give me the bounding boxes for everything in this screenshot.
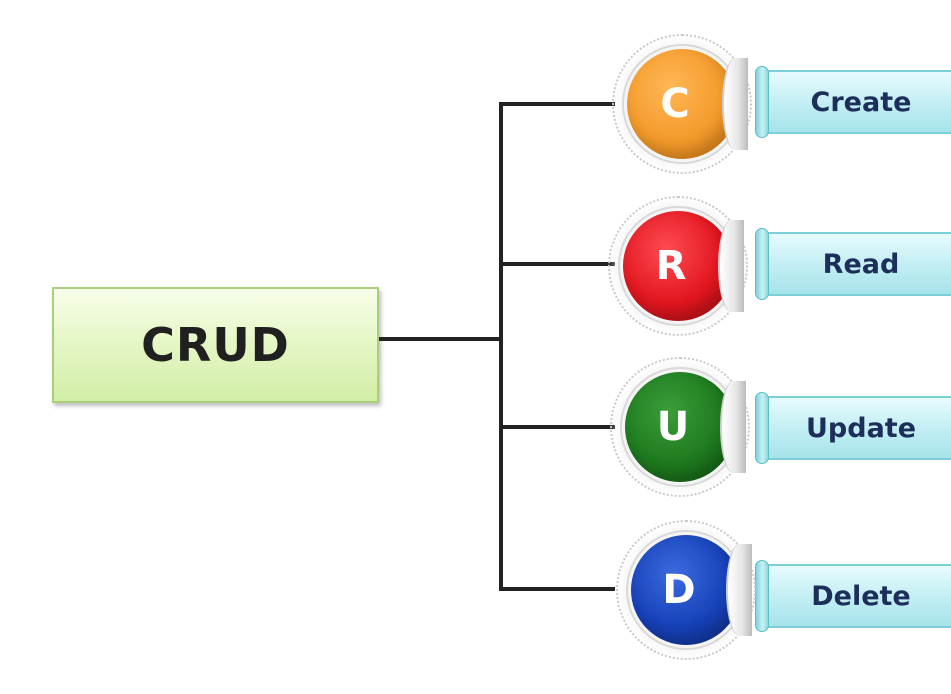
circle-create: C bbox=[612, 34, 752, 174]
letter-c: C bbox=[660, 81, 690, 127]
ribbon-band: Update bbox=[763, 396, 951, 460]
disc-update: U bbox=[622, 369, 738, 485]
peel-curl bbox=[720, 381, 746, 473]
crud-item-update: Update U bbox=[0, 354, 951, 504]
letter-d: D bbox=[662, 567, 696, 613]
ribbon-band: Delete bbox=[763, 564, 951, 628]
branch-connector-read bbox=[499, 262, 615, 266]
ribbon-label-update: Update bbox=[805, 412, 917, 444]
crud-item-delete: Delete D bbox=[0, 518, 951, 668]
peel-curl bbox=[722, 58, 748, 150]
ribbon-roll bbox=[755, 560, 769, 632]
root-box: CRUD bbox=[52, 287, 379, 403]
circle-update: U bbox=[610, 357, 750, 497]
ribbon-roll bbox=[755, 392, 769, 464]
ribbon-label-create: Create bbox=[810, 86, 912, 118]
branch-connector-update bbox=[499, 425, 615, 429]
peel-curl bbox=[726, 544, 752, 636]
root-label: CRUD bbox=[141, 318, 290, 372]
disc-create: C bbox=[624, 46, 740, 162]
ribbon-band: Read bbox=[763, 232, 951, 296]
ribbon-delete: Delete bbox=[755, 560, 951, 632]
crud-item-read: Read R bbox=[0, 190, 951, 340]
branch-connector-delete bbox=[499, 587, 615, 591]
ribbon-roll bbox=[755, 66, 769, 138]
ribbon-label-delete: Delete bbox=[811, 580, 911, 612]
ribbon-label-read: Read bbox=[822, 248, 900, 280]
letter-u: U bbox=[656, 404, 690, 450]
ribbon-band: Create bbox=[763, 70, 951, 134]
ribbon-roll bbox=[755, 228, 769, 300]
crud-item-create: Create C bbox=[0, 28, 951, 178]
branch-connector-create bbox=[499, 102, 615, 106]
letter-r: R bbox=[655, 243, 687, 289]
ribbon-create: Create bbox=[755, 66, 951, 138]
peel-curl bbox=[718, 220, 744, 312]
ribbon-update: Update bbox=[755, 392, 951, 464]
root-connector bbox=[379, 337, 503, 341]
circle-delete: D bbox=[616, 520, 756, 660]
trunk-connector bbox=[499, 102, 503, 591]
ribbon-read: Read bbox=[755, 228, 951, 300]
circle-read: R bbox=[608, 196, 748, 336]
